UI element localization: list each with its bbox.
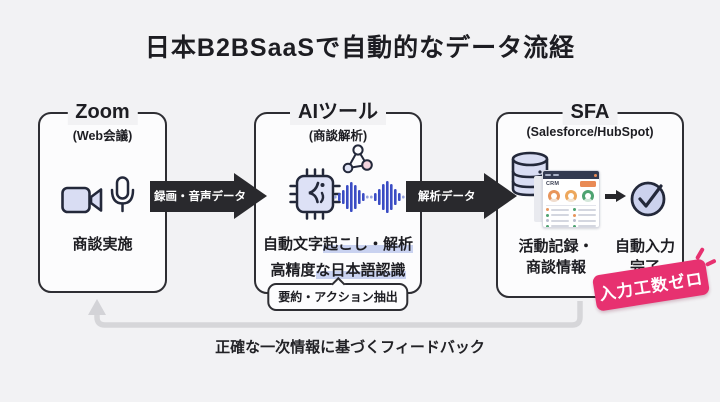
ai-result-line-1: 自動文字起こし・解析 bbox=[256, 233, 420, 254]
zoom-node-subtitle: (Web会議) bbox=[72, 129, 133, 143]
ai-node-subtitle: (商談解析) bbox=[308, 129, 368, 143]
ai-result-line-1-plain: 自動文字 bbox=[262, 236, 323, 253]
microphone-icon bbox=[110, 176, 135, 213]
sfa-node-subtitle: (Salesforce/HubSpot) bbox=[526, 125, 654, 139]
arrow-head-icon bbox=[484, 173, 517, 219]
ai-node-title: AIツール bbox=[290, 99, 386, 125]
arrow-ai-to-sfa: 解析データ bbox=[406, 173, 517, 219]
crm-menu-dash bbox=[545, 174, 551, 176]
check-circle-icon bbox=[630, 181, 666, 217]
crm-donut-chart-amber bbox=[565, 190, 577, 202]
ai-result-line-1-highlight: 起こし・解析 bbox=[323, 236, 414, 253]
ai-result-line-2: 高精度な日本語認識 bbox=[256, 259, 420, 280]
arrow-ai-to-sfa-label: 解析データ bbox=[418, 191, 476, 203]
summary-extraction-bubble: 要約・アクション抽出 bbox=[267, 276, 409, 311]
crm-action-button bbox=[580, 181, 596, 187]
sfa-record-line2: 商談情報 bbox=[525, 259, 586, 276]
ai-tool-node: AIツール (商談解析) bbox=[254, 99, 422, 311]
zoom-node: Zoom (Web会議) 商談実施 bbox=[38, 99, 167, 293]
arrow-body bbox=[406, 180, 484, 212]
crm-donut-chart-orange bbox=[548, 190, 560, 202]
page-title: 日本B2BSaaSで自動的なデータ流経 bbox=[144, 34, 576, 62]
ai-result-line-2-plain: 高精度 bbox=[270, 262, 316, 279]
zoom-node-title: Zoom bbox=[67, 99, 138, 125]
crm-header-dot bbox=[594, 173, 597, 177]
ai-chip-icon bbox=[289, 168, 341, 220]
arrow-body bbox=[150, 180, 234, 212]
sfa-record-line1: 活動記録・ bbox=[518, 238, 594, 255]
sfa-node-title: SFA bbox=[562, 99, 618, 125]
summary-extraction-label: 要約・アクション抽出 bbox=[278, 290, 398, 304]
arrow-zoom-to-ai: 録画・音声データ bbox=[150, 173, 267, 219]
crm-header-bar bbox=[543, 171, 599, 179]
sfa-record-caption: 活動記録・ 商談情報 bbox=[504, 236, 608, 278]
arrow-head-icon bbox=[234, 173, 267, 219]
crm-label: CRM bbox=[546, 181, 560, 187]
molecule-network-icon bbox=[342, 144, 373, 174]
feedback-arrowhead-icon bbox=[88, 299, 106, 315]
zoom-node-caption: 商談実施 bbox=[72, 236, 133, 253]
sfa-node: SFA (Salesforce/HubSpot) CRM bbox=[496, 99, 684, 298]
feedback-label: 正確な一次情報に基づくフィードバック bbox=[215, 339, 485, 356]
crm-menu-dash bbox=[553, 174, 559, 176]
crm-dashboard-thumbnail: CRM bbox=[542, 170, 600, 228]
crm-to-done-arrow-icon bbox=[605, 190, 627, 202]
video-camera-icon bbox=[61, 186, 103, 214]
crm-donut-chart-green bbox=[582, 190, 594, 202]
arrow-zoom-to-ai-label: 録画・音声データ bbox=[154, 191, 246, 203]
ai-result-line-2-highlight: な日本語認識 bbox=[315, 262, 406, 279]
sfa-done-line1: 自動入力 bbox=[614, 238, 675, 255]
